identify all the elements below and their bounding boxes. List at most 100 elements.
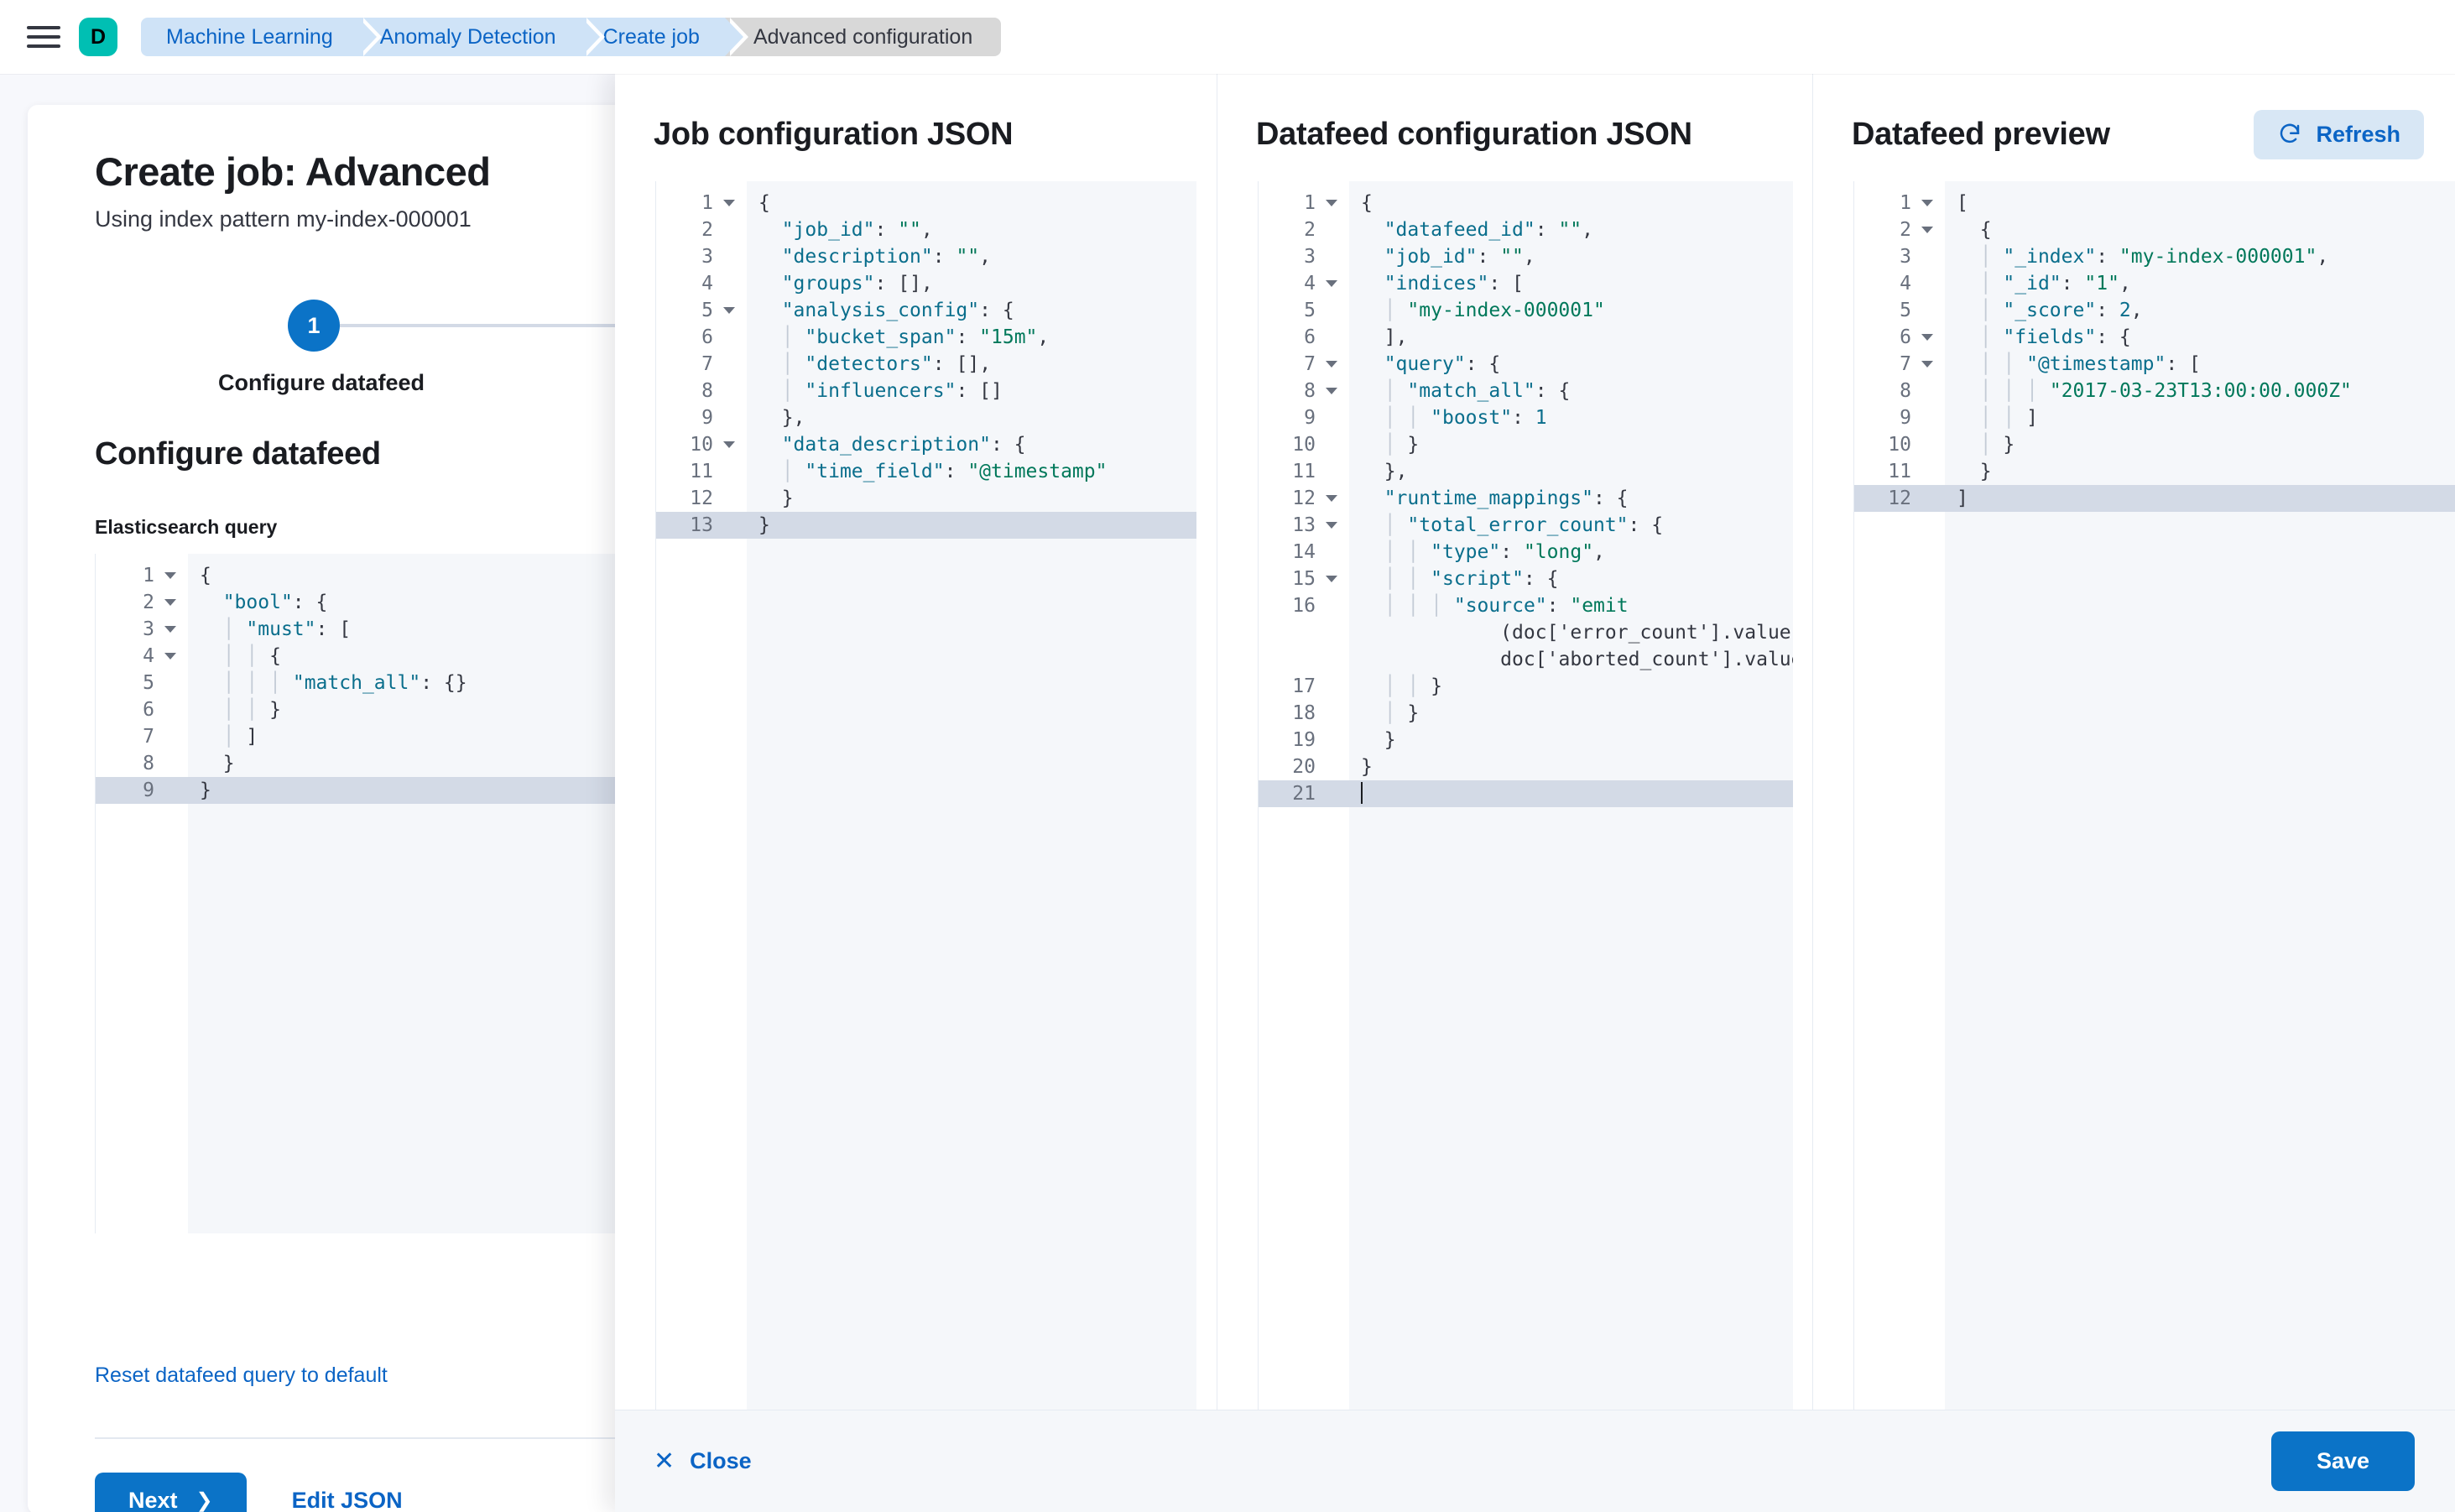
code-line[interactable]: │ │ ] [1979, 407, 2038, 429]
code-line[interactable]: │ │ "@timestamp": [ [1979, 353, 2201, 375]
code-line[interactable]: │ "must": [ [222, 618, 352, 640]
code-line[interactable]: │ } [1384, 702, 1420, 724]
fold-chevron-icon[interactable] [1921, 361, 1933, 368]
fold-chevron-icon[interactable] [1326, 522, 1337, 529]
code-line[interactable]: } [222, 753, 235, 774]
next-button-label: Next [128, 1488, 178, 1512]
code-line[interactable]: │ "_index": "my-index-000001", [1979, 246, 2329, 268]
save-button[interactable]: Save [2270, 1431, 2415, 1491]
code-line[interactable]: │ "_score": 2, [1979, 300, 2143, 321]
fold-chevron-icon[interactable] [1921, 200, 1933, 206]
code-line[interactable]: │ } [1384, 434, 1420, 456]
fold-chevron-icon[interactable] [723, 441, 735, 448]
code-line[interactable]: }, [1384, 461, 1408, 482]
code-line[interactable]: "indices": [ [1384, 273, 1524, 295]
fold-chevron-icon[interactable] [164, 599, 176, 606]
code-line[interactable]: │ "_id": "1", [1979, 273, 2131, 295]
fold-chevron-icon[interactable] [164, 653, 176, 660]
code-line[interactable]: │ "detectors": [], [781, 353, 992, 375]
code-line[interactable]: "bool": { [222, 592, 328, 613]
fold-chevron-icon[interactable] [164, 626, 176, 633]
edit-json-button[interactable]: Edit JSON [291, 1488, 403, 1512]
code-line[interactable]: ] [1945, 485, 2455, 512]
code-line[interactable]: } [1979, 461, 1992, 482]
code-line[interactable]: } [747, 512, 1196, 539]
code-line[interactable]: "analysis_config": { [781, 300, 1014, 321]
datafeed-configuration-header: Datafeed configuration JSON [1217, 107, 1812, 161]
code-line[interactable]: (doc['error_count'].value + [1500, 622, 1791, 644]
code-line[interactable]: "groups": [], [781, 273, 933, 295]
breadcrumb-item-anomaly-detection[interactable]: Anomaly Detection [357, 18, 605, 56]
fold-chevron-icon[interactable] [723, 307, 735, 314]
code-line[interactable]: { [1979, 219, 1992, 241]
fold-chevron-icon[interactable] [164, 572, 176, 579]
code-line[interactable]: │ │ │ "match_all": {} [222, 672, 467, 694]
code-line[interactable]: "datafeed_id": "", [1384, 219, 1593, 241]
code-line[interactable]: "job_id": "", [1384, 246, 1535, 268]
code-line[interactable]: │ } [1979, 434, 2015, 456]
refresh-button-label: Refresh [2316, 121, 2400, 147]
app-logo[interactable]: D [79, 18, 117, 56]
code-line[interactable]: { [1361, 192, 1373, 214]
datafeed-preview-code[interactable]: [ { │ "_index": "my-index-000001", │ "_i… [1945, 181, 2455, 1410]
code-line[interactable]: │ │ "type": "long", [1384, 541, 1605, 563]
code-line[interactable]: │ │ "script": { [1384, 568, 1559, 590]
code-line[interactable]: │ "time_field": "@timestamp" [781, 461, 1108, 482]
fold-chevron-icon[interactable] [1921, 334, 1933, 341]
code-line[interactable]: } [1384, 729, 1396, 751]
next-button[interactable]: Next ❯ [95, 1473, 247, 1512]
code-line[interactable]: │ │ } [222, 699, 281, 721]
code-line[interactable]: │ │ │ "2017-03-23T13:00:00.000Z" [1979, 380, 2352, 402]
code-line[interactable]: │ │ "boost": 1 [1384, 407, 1547, 429]
fold-chevron-icon[interactable] [1326, 576, 1337, 582]
refresh-button[interactable]: Refresh [2254, 109, 2424, 159]
code-line[interactable]: { [758, 192, 770, 214]
code-line[interactable]: │ │ } [1384, 675, 1442, 697]
code-line[interactable]: ], [1384, 326, 1408, 348]
code-line[interactable]: [ [1957, 192, 1968, 214]
code-line[interactable]: doc['aborted_count'].value)" [1500, 649, 1793, 670]
code-line[interactable]: │ "total_error_count": { [1384, 514, 1664, 536]
code-line[interactable]: │ "my-index-000001" [1384, 300, 1605, 321]
code-line[interactable]: } [1361, 756, 1373, 778]
code-line[interactable]: "data_description": { [781, 434, 1026, 456]
fold-chevron-icon[interactable] [1326, 495, 1337, 502]
code-line[interactable]: } [781, 487, 794, 509]
code-line[interactable]: "job_id": "", [781, 219, 933, 241]
code-line[interactable]: │ │ { [222, 645, 281, 667]
fold-chevron-icon[interactable] [723, 200, 735, 206]
breadcrumb-item-create-job[interactable]: Create job [581, 18, 749, 56]
step-1-circle[interactable]: 1 [288, 300, 340, 352]
code-line[interactable]: │ ] [222, 726, 258, 748]
code-line[interactable] [1349, 780, 1793, 807]
fold-chevron-icon[interactable] [1326, 280, 1337, 287]
fold-chevron-icon[interactable] [1326, 388, 1337, 394]
datafeed-config-code[interactable]: { "datafeed_id": "", "job_id": "", "indi… [1349, 181, 1793, 1410]
code-line[interactable]: { [200, 565, 211, 587]
code-line[interactable]: }, [781, 407, 805, 429]
line-number: 6 [701, 326, 713, 348]
datafeed-preview-title: Datafeed preview [1852, 116, 2110, 152]
breadcrumb-item-machine-learning[interactable]: Machine Learning [141, 18, 382, 56]
code-line[interactable]: "runtime_mappings": { [1384, 487, 1629, 509]
line-number: 2 [701, 219, 713, 241]
code-line[interactable]: │ "bucket_span": "15m", [781, 326, 1050, 348]
code-line[interactable]: │ "match_all": { [1384, 380, 1571, 402]
line-number: 4 [1900, 273, 1911, 295]
code-line[interactable]: "description": "", [781, 246, 991, 268]
code-line[interactable]: │ "fields": { [1979, 326, 2131, 348]
code-line[interactable]: │ "influencers": [] [781, 380, 1003, 402]
fold-chevron-icon[interactable] [1326, 361, 1337, 368]
code-line[interactable]: │ │ │ "source": "emit [1384, 595, 1629, 617]
line-number: 1 [1259, 190, 1349, 216]
hamburger-icon[interactable] [27, 20, 60, 54]
close-button[interactable]: ✕ Close [654, 1448, 752, 1474]
fold-chevron-icon[interactable] [1326, 200, 1337, 206]
code-line[interactable]: "query": { [1384, 353, 1501, 375]
job-config-code[interactable]: { "job_id": "", "description": "", "grou… [747, 181, 1196, 1410]
fold-chevron-icon[interactable] [1921, 227, 1933, 233]
reset-datafeed-query-link[interactable]: Reset datafeed query to default [95, 1363, 388, 1387]
